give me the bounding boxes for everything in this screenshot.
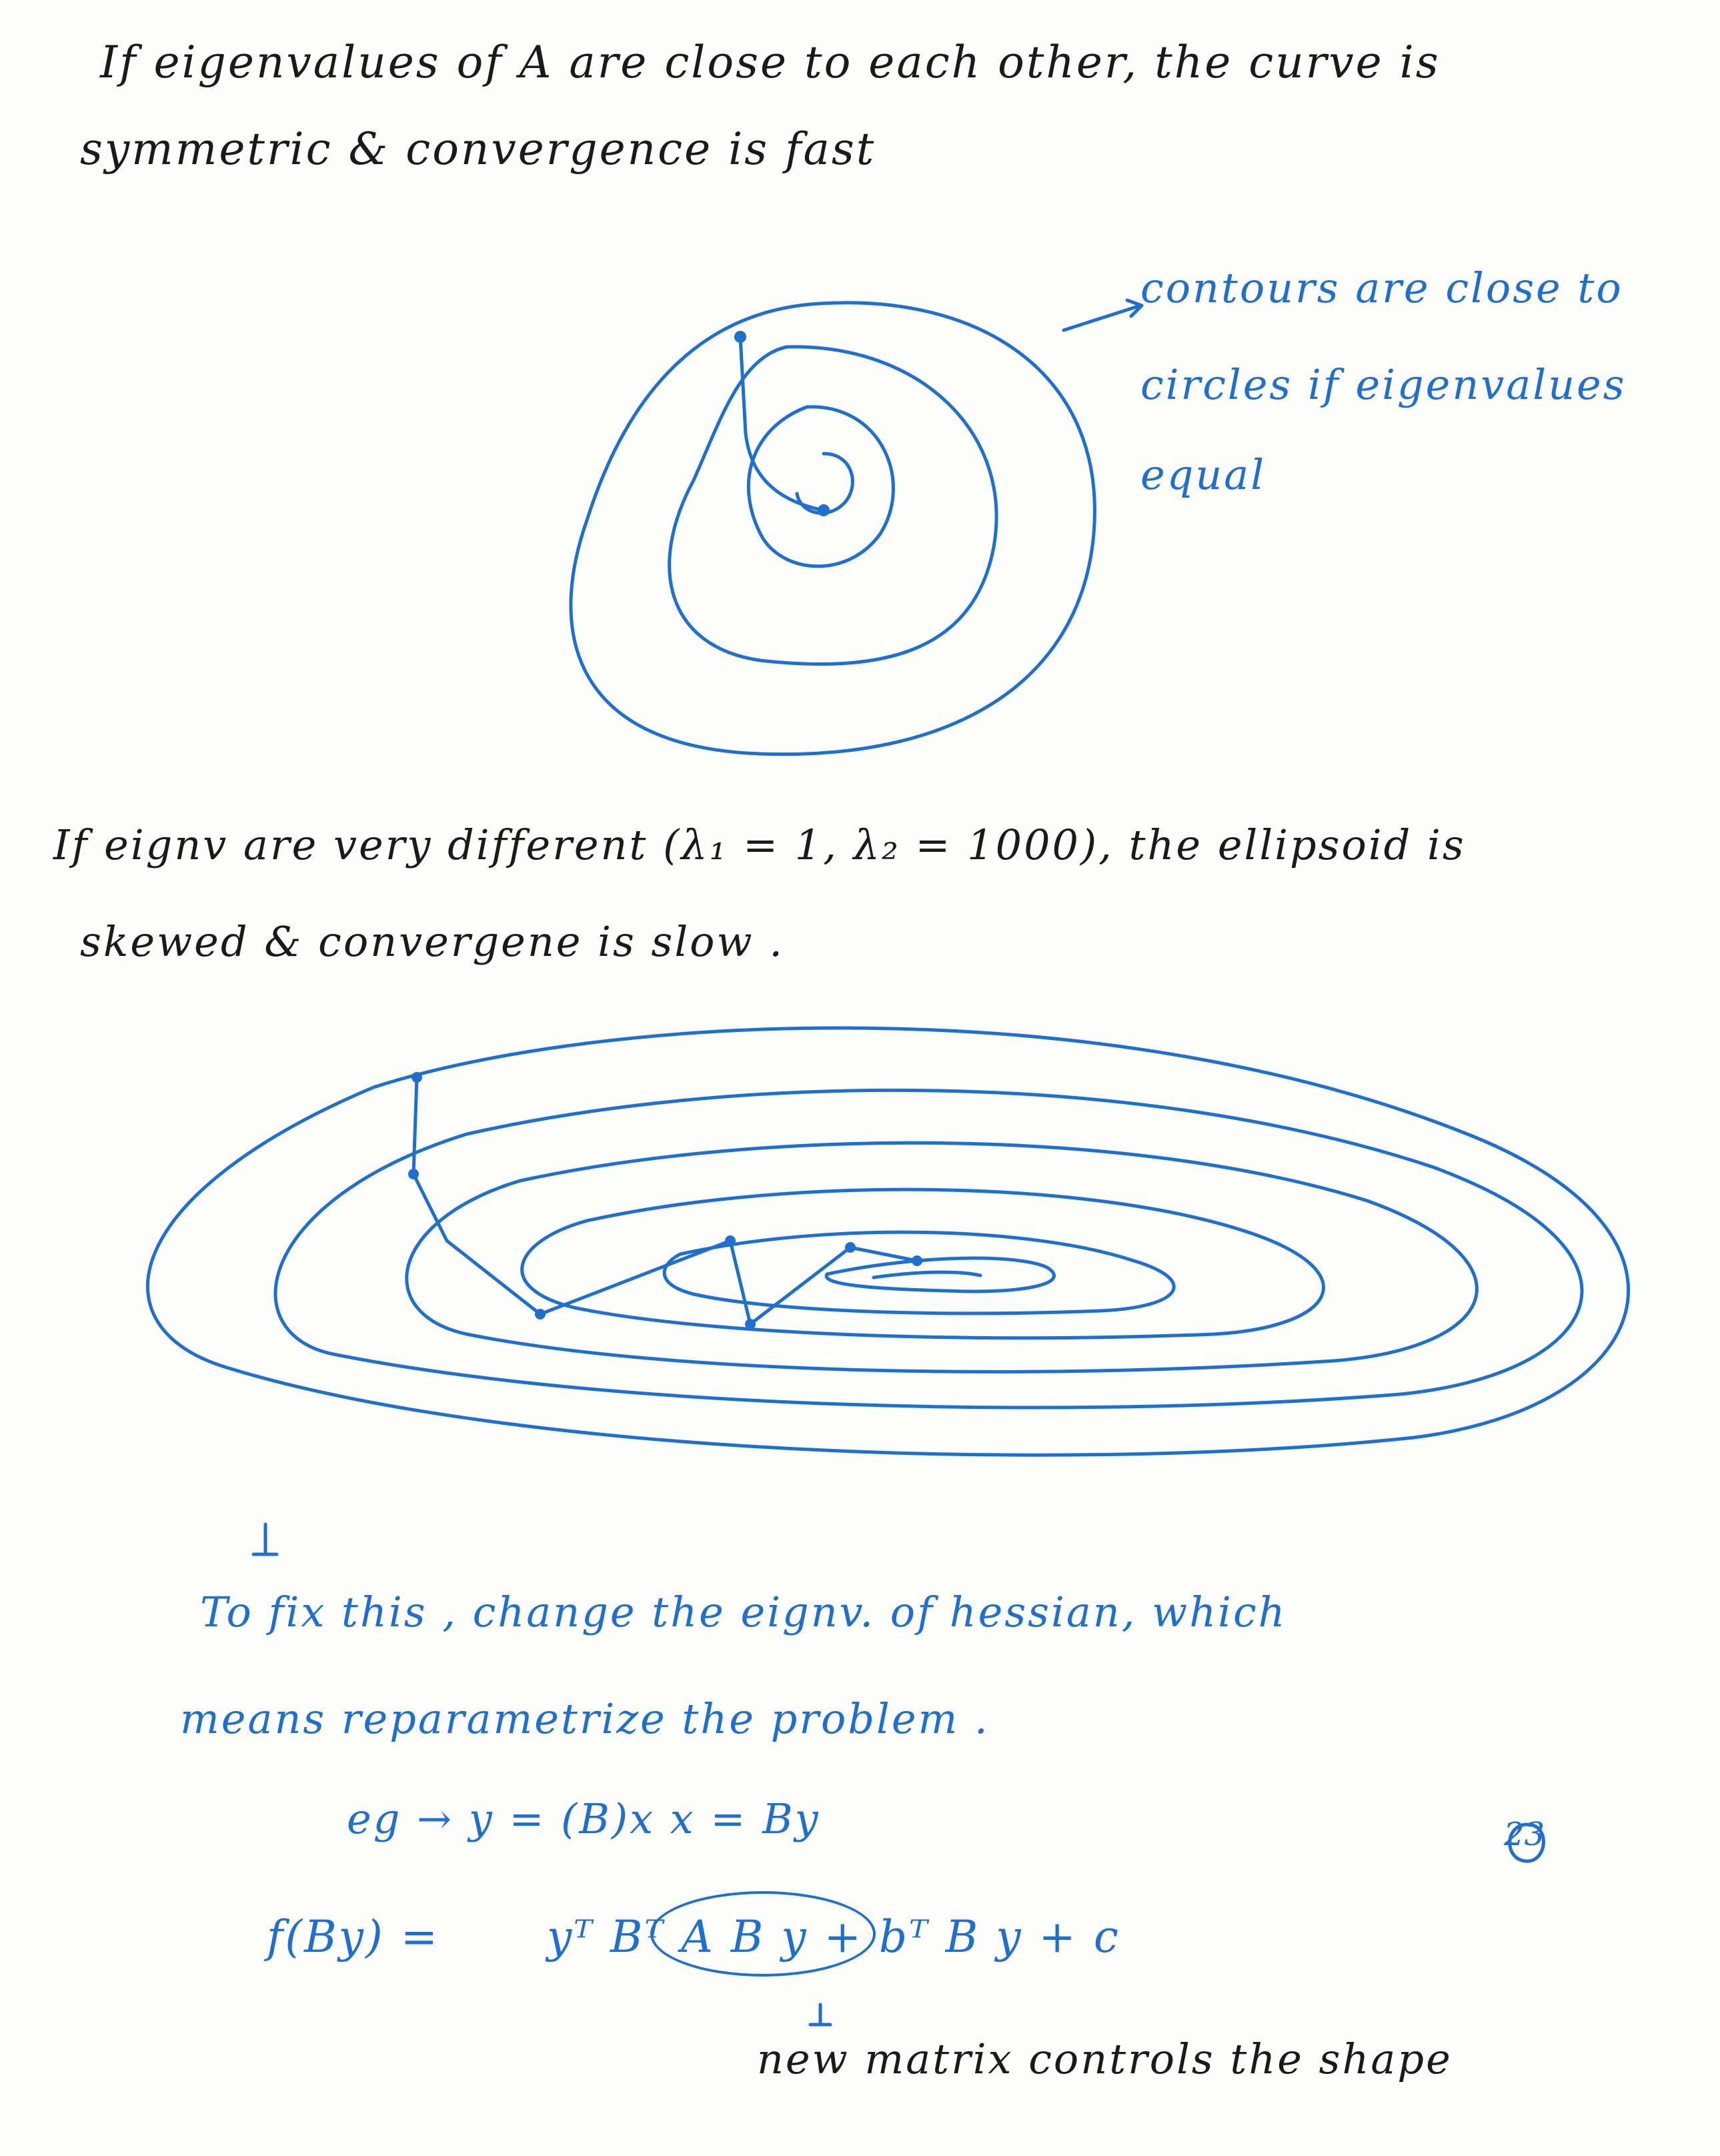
descent-path-circle: [738, 335, 826, 512]
circle-23-mark: [1508, 1822, 1545, 1863]
ellipse-5: [662, 1230, 1176, 1315]
contour-core: [795, 452, 854, 515]
ellipse-6: [824, 1256, 1056, 1293]
ellipse-core: [872, 1270, 982, 1279]
ellipse-3: [405, 1141, 1479, 1374]
annotation1-line1: contours are close to: [1140, 263, 1623, 312]
equation-lhs: f(By) =: [267, 1911, 440, 1963]
annotation-arrow: [1062, 298, 1144, 332]
contour-outer: [569, 301, 1096, 756]
para2-line2: skewed & convergene is slow .: [80, 917, 784, 966]
ellipse-2: [273, 1088, 1584, 1410]
down-arrow-2: [808, 2003, 832, 2027]
para3-line2: means reparametrize the problem .: [180, 1694, 990, 1743]
footnote-line: new matrix controls the shape: [757, 2035, 1453, 2083]
para1-line1: If eigenvalues of A are close to each ot…: [100, 37, 1441, 88]
annotation1-line2: circles if eigenvalues: [1140, 360, 1627, 409]
descent-path-ellipse: [411, 1075, 919, 1326]
contour-middle: [668, 345, 998, 666]
page-mark: 23: [1504, 1816, 1545, 1853]
ellipse-1: [145, 1026, 1630, 1457]
circled-term: [650, 1891, 876, 1977]
para1-line2: symmetric & convergence is fast: [80, 123, 876, 175]
para2-line1: If eignv are very different (λ₁ = 1, λ₂ …: [53, 821, 1466, 869]
para3-line1: To fix this , change the eignv. of hessi…: [200, 1588, 1287, 1636]
ellipse-4: [520, 1187, 1325, 1340]
down-arrow: [251, 1522, 279, 1556]
example-line: eg → y = (B)x x = By: [347, 1794, 820, 1843]
annotation1-line3: equal: [1140, 450, 1266, 499]
